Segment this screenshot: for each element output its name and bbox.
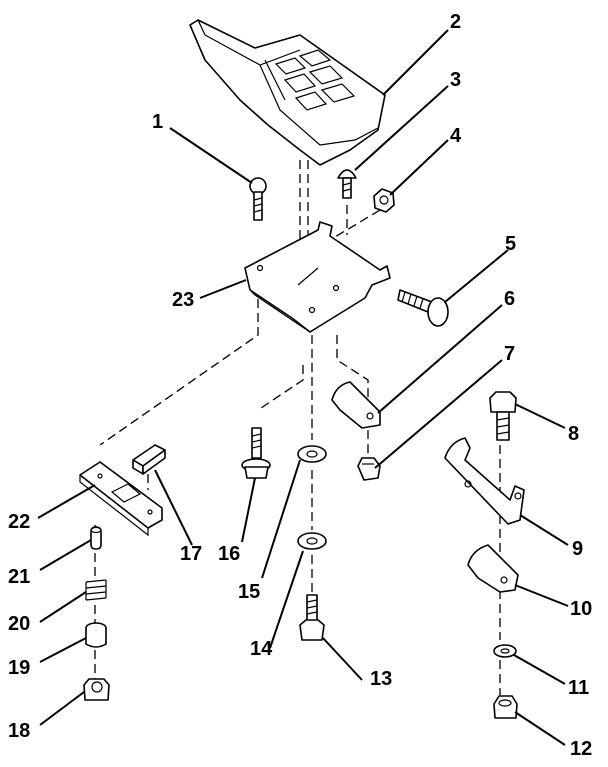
bracket-clip-10 bbox=[467, 544, 519, 593]
callout-3: 3 bbox=[450, 69, 461, 91]
flange-bolt bbox=[241, 427, 271, 479]
flat-washer-15 bbox=[297, 445, 327, 463]
callout-19: 19 bbox=[8, 657, 30, 679]
callout-23: 23 bbox=[172, 289, 194, 311]
callout-12: 12 bbox=[570, 738, 592, 760]
callout-13: 13 bbox=[370, 668, 392, 690]
seat bbox=[189, 19, 386, 166]
hex-bolt-13 bbox=[299, 594, 325, 641]
callout-6: 6 bbox=[504, 288, 515, 310]
callout-16: 16 bbox=[218, 543, 240, 565]
seat-mounting-plate bbox=[244, 221, 391, 333]
latch-plate bbox=[79, 461, 163, 537]
callout-8: 8 bbox=[568, 423, 579, 445]
callout-20: 20 bbox=[8, 613, 30, 635]
hex-bolt-8 bbox=[489, 391, 517, 441]
callout-14: 14 bbox=[250, 638, 273, 660]
callout-9: 9 bbox=[572, 538, 583, 560]
callout-21: 21 bbox=[8, 566, 30, 588]
spring bbox=[85, 579, 107, 601]
callout-11: 11 bbox=[568, 677, 589, 699]
leader-lines bbox=[37, 29, 569, 746]
pin bbox=[90, 526, 102, 550]
callout-22: 22 bbox=[8, 511, 30, 533]
hex-nut-12 bbox=[493, 695, 518, 719]
callout-labels: 1 2 3 4 5 6 7 8 9 10 11 12 13 14 15 16 1… bbox=[8, 11, 592, 760]
bracket-clip bbox=[331, 381, 381, 429]
callout-15: 15 bbox=[238, 581, 260, 603]
washer-11 bbox=[493, 644, 517, 658]
callout-17: 17 bbox=[180, 543, 202, 565]
callout-2: 2 bbox=[450, 11, 461, 33]
knob bbox=[83, 678, 110, 701]
callout-4: 4 bbox=[450, 125, 462, 147]
callout-7: 7 bbox=[504, 343, 515, 365]
callout-1: 1 bbox=[152, 111, 163, 133]
flat-washer-14 bbox=[297, 532, 327, 550]
callout-18: 18 bbox=[8, 720, 30, 742]
bracket-9 bbox=[444, 437, 525, 525]
hex-nut-small bbox=[373, 188, 395, 213]
callout-5: 5 bbox=[505, 233, 516, 255]
lock-nut bbox=[357, 457, 381, 481]
round-head-screw bbox=[337, 169, 357, 199]
callout-10: 10 bbox=[570, 598, 592, 620]
carriage-bolt bbox=[249, 177, 267, 221]
rubber-block bbox=[132, 444, 166, 475]
sleeve bbox=[85, 622, 107, 648]
shoulder-bolt bbox=[397, 289, 449, 327]
